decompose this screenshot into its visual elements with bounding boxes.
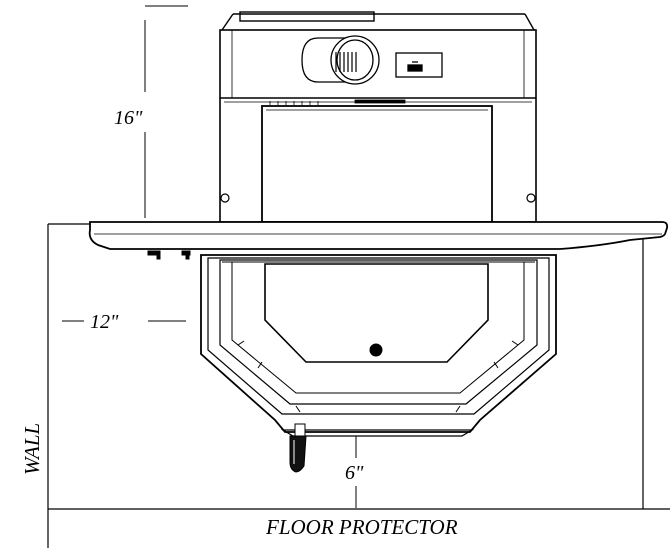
floor-protector-label: FLOOR PROTECTOR	[265, 515, 458, 539]
stove-body	[219, 11, 537, 223]
top-plate	[88, 221, 669, 250]
ash-door-knob	[369, 343, 383, 357]
front-clearance-label: 6"	[345, 462, 364, 484]
rear-bracket	[395, 52, 443, 78]
ash-door	[264, 263, 489, 363]
height-clearance-label: 16"	[114, 107, 143, 129]
flue-vent-slats	[335, 52, 357, 72]
octagonal-base	[200, 254, 557, 437]
floor-protector-outline	[47, 223, 670, 548]
flue-collar	[301, 35, 380, 85]
shaker-handle	[289, 423, 307, 473]
height-dimension-line	[144, 5, 188, 218]
control-knobs	[147, 250, 191, 260]
side-clearance-label: 12"	[90, 311, 119, 333]
wall-label: WALL	[20, 423, 44, 475]
